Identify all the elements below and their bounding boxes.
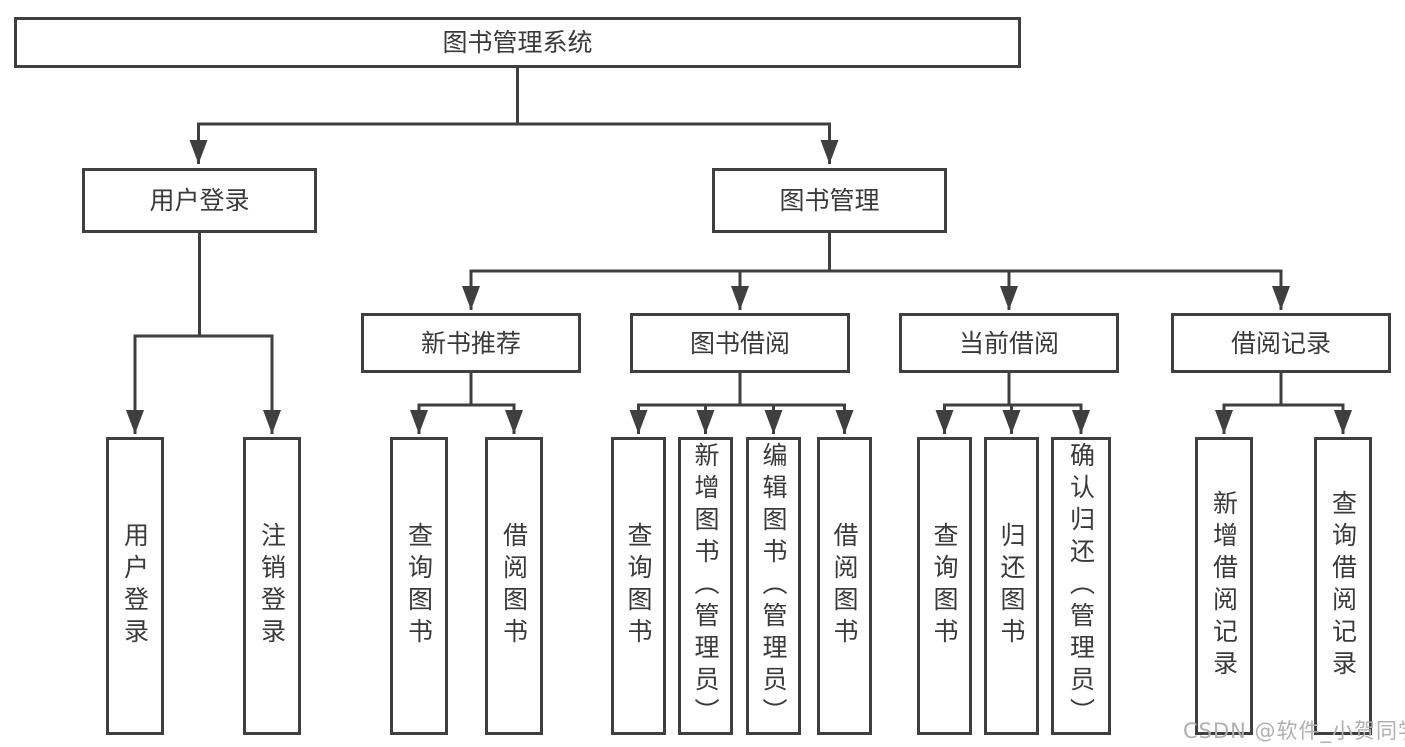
node-book-borrowing: 图书借阅: [630, 313, 850, 373]
leaf-query-books-borrowing-label: 查询图书: [624, 522, 653, 650]
node-borrowing-records: 借阅记录: [1171, 313, 1391, 373]
leaf-add-book-admin: 新增图书（管理员）: [678, 437, 733, 735]
edge-recommend-children: [410, 403, 523, 434]
leaf-query-borrow-record: 查询借阅记录: [1314, 437, 1372, 735]
leaf-confirm-return-admin: 确认归还（管理员）: [1051, 437, 1111, 735]
leaf-borrow-books-borrowing-label: 借阅图书: [830, 522, 859, 650]
node-user-login: 用户登录: [82, 168, 317, 233]
node-new-book-recommendation: 新书推荐: [361, 313, 581, 373]
leaf-add-book-admin-label: 新增图书（管理员）: [691, 442, 720, 730]
node-current-borrowing-label: 当前借阅: [958, 328, 1059, 358]
edge-records-children: [1215, 403, 1352, 434]
leaf-query-books-current-label: 查询图书: [930, 522, 959, 650]
node-root: 图书管理系统: [14, 17, 1021, 68]
node-book-management: 图书管理: [712, 168, 947, 233]
node-user-login-label: 用户登录: [149, 186, 250, 215]
leaf-user-login-label: 用户登录: [120, 522, 150, 650]
leaf-borrow-books-recommend: 借阅图书: [485, 437, 543, 735]
node-current-borrowing: 当前借阅: [899, 313, 1119, 373]
node-new-book-recommendation-label: 新书推荐: [420, 328, 521, 358]
leaf-query-books-borrowing: 查询图书: [611, 437, 666, 735]
leaf-return-book-label: 归还图书: [997, 522, 1026, 650]
leaf-query-books-recommend: 查询图书: [390, 437, 448, 735]
node-book-borrowing-label: 图书借阅: [689, 328, 790, 358]
edge-borrowing-children-outer: [629, 403, 854, 434]
leaf-logout: 注销登录: [243, 437, 301, 735]
edge-root-to-level2: [189, 122, 839, 164]
leaf-add-borrow-record: 新增借阅记录: [1195, 437, 1253, 735]
watermark: CSDN @软件_小贺同学: [1183, 719, 1405, 743]
leaf-add-borrow-record-label: 新增借阅记录: [1209, 490, 1239, 682]
leaf-query-books-current: 查询图书: [917, 437, 972, 735]
node-root-label: 图书管理系统: [442, 28, 593, 57]
leaf-edit-book-admin-label: 编辑图书（管理员）: [759, 442, 788, 730]
leaf-logout-label: 注销登录: [257, 522, 287, 650]
leaf-query-borrow-record-label: 查询借阅记录: [1328, 490, 1358, 682]
node-book-management-label: 图书管理: [779, 186, 880, 215]
leaf-borrow-books-recommend-label: 借阅图书: [499, 522, 529, 650]
leaf-return-book: 归还图书: [984, 437, 1039, 735]
leaf-query-books-recommend-label: 查询图书: [404, 522, 434, 650]
edge-bookmgmt-children-outer: [462, 269, 1290, 310]
node-borrowing-records-label: 借阅记录: [1230, 328, 1331, 358]
leaf-user-login: 用户登录: [106, 437, 164, 735]
leaf-borrow-books-borrowing: 借阅图书: [817, 437, 872, 735]
edge-userlogin-children: [126, 334, 281, 434]
leaf-edit-book-admin: 编辑图书（管理员）: [746, 437, 801, 735]
leaf-confirm-return-admin-label: 确认归还（管理员）: [1066, 442, 1096, 730]
